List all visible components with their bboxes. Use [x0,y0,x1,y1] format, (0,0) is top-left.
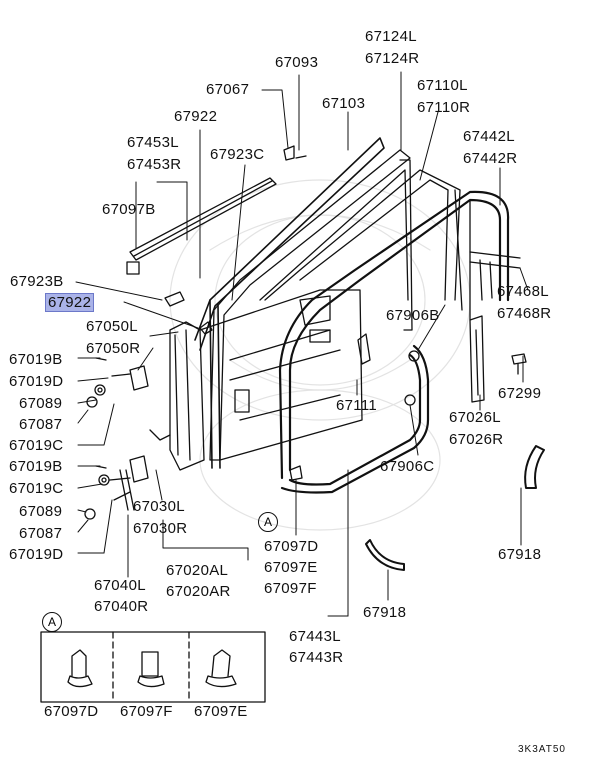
seal-67918-right [524,445,545,489]
label-67124R[interactable]: 67124R [365,50,420,67]
label-67026R[interactable]: 67026R [449,431,504,448]
clip-67097D-detail [67,649,93,688]
label-67040L[interactable]: 67040L [94,577,146,594]
label-67019B-lower[interactable]: 67019B [9,458,63,475]
label-67030L[interactable]: 67030L [133,498,185,515]
label-67923B[interactable]: 67923B [10,273,64,290]
label-67468R[interactable]: 67468R [497,305,552,322]
label-67453R[interactable]: 67453R [127,156,182,173]
label-67923C[interactable]: 67923C [210,146,265,163]
diagram-code: 3K3AT50 [518,744,566,755]
callout-a-marker: A [258,512,278,532]
label-67087-upper[interactable]: 67087 [19,416,63,433]
label-67020AR[interactable]: 67020AR [166,583,231,600]
clip-67097E-detail [205,649,237,688]
label-67922-top[interactable]: 67922 [174,108,218,125]
door-sash-67110 [209,149,413,461]
label-67443R[interactable]: 67443R [289,649,344,666]
label-67019B-upper[interactable]: 67019B [9,351,63,368]
label-detail-67097E[interactable]: 67097E [194,703,248,720]
label-67089-upper[interactable]: 67089 [19,395,63,412]
label-67110R[interactable]: 67110R [417,99,471,116]
seal-67918-bottom [365,539,405,571]
label-67097D[interactable]: 67097D [264,538,319,555]
label-67030R[interactable]: 67030R [133,520,188,537]
label-67050R[interactable]: 67050R [86,340,141,357]
label-67124L[interactable]: 67124L [365,28,417,45]
label-67019D-upper[interactable]: 67019D [9,373,64,390]
door-inner-panel [149,289,363,471]
label-67111[interactable]: 67111 [336,397,377,414]
label-67922-highlighted[interactable]: 67922 [44,293,95,312]
label-67089-lower[interactable]: 67089 [19,503,63,520]
glass-run-67468 [469,251,521,301]
lower-hinge [109,455,149,501]
door-sash-67442 [264,169,471,321]
label-detail-67097F[interactable]: 67097F [120,703,173,720]
label-67097E[interactable]: 67097E [264,559,318,576]
detail-box-a [40,631,266,703]
part-67922-shape [164,291,185,307]
label-67040R[interactable]: 67040R [94,598,149,615]
label-67026L[interactable]: 67026L [449,409,501,426]
label-67299[interactable]: 67299 [498,385,542,402]
label-67442R[interactable]: 67442R [463,150,518,167]
label-67110L[interactable]: 67110L [417,77,468,94]
label-67453L[interactable]: 67453L [127,134,179,151]
upper-hinge [111,365,149,391]
label-67019C-lower[interactable]: 67019C [9,480,64,497]
label-67093[interactable]: 67093 [275,54,319,71]
label-detail-67097D[interactable]: 67097D [44,703,99,720]
label-67050L[interactable]: 67050L [86,318,138,335]
label-67906B[interactable]: 67906B [386,307,440,324]
clip-67097F-detail [137,651,165,688]
label-67019C-upper[interactable]: 67019C [9,437,64,454]
label-67442L[interactable]: 67442L [463,128,515,145]
label-67468L[interactable]: 67468L [497,283,549,300]
label-67918-bottom[interactable]: 67918 [363,604,407,621]
label-67443L[interactable]: 67443L [289,628,341,645]
label-67097F[interactable]: 67097F [264,580,317,597]
label-67918-right[interactable]: 67918 [498,546,542,563]
detail-box-a-marker: A [42,612,62,632]
leader-lines [75,71,529,617]
label-67020AL[interactable]: 67020AL [166,562,229,579]
belt-moulding-67453 [126,177,277,275]
channel-67026 [469,315,485,403]
label-67103[interactable]: 67103 [322,95,366,112]
label-67019D-lower[interactable]: 67019D [9,546,64,563]
label-67097B[interactable]: 67097B [102,201,156,218]
label-67087-lower[interactable]: 67087 [19,525,63,542]
label-67067[interactable]: 67067 [206,81,250,98]
door-weatherstrip-67443 [278,190,510,494]
label-67906C[interactable]: 67906C [380,458,435,475]
